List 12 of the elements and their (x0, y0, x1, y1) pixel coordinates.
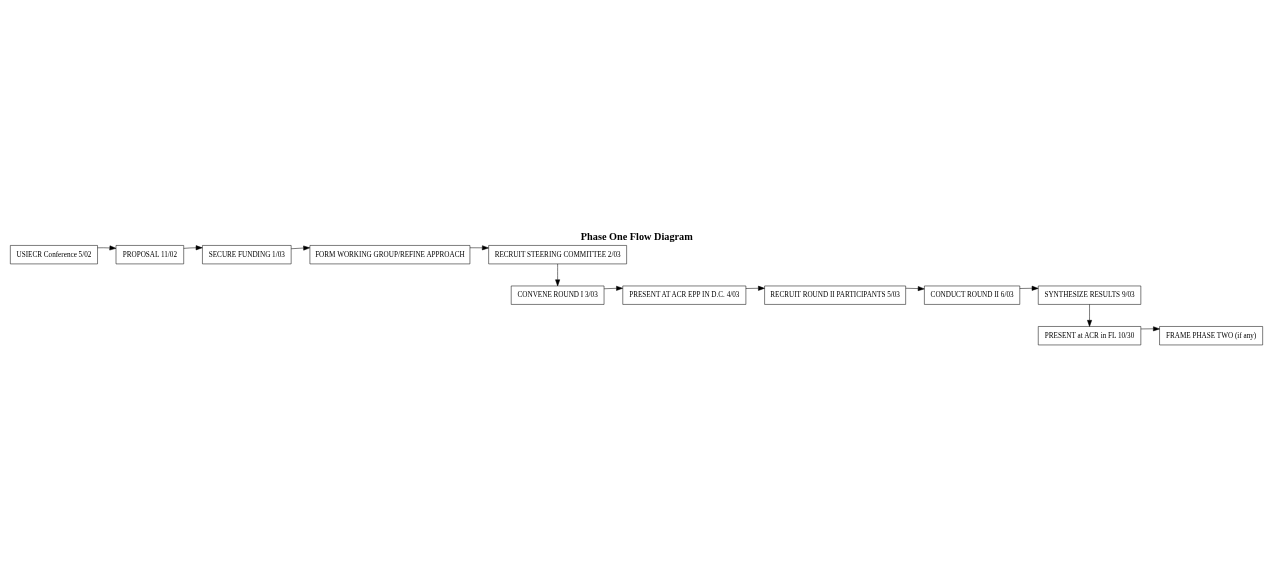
arrow (555, 263, 561, 286)
arrow (97, 245, 117, 250)
arrow (1087, 303, 1092, 327)
arrow (291, 245, 310, 250)
arrow (905, 285, 925, 291)
arrow (1019, 285, 1039, 291)
arrow (469, 244, 489, 250)
arrow (603, 285, 623, 291)
diagram-title: Phase One Flow Diagram (580, 230, 693, 242)
arrow (745, 285, 765, 291)
arrow (183, 244, 203, 250)
arrow (1140, 325, 1160, 331)
